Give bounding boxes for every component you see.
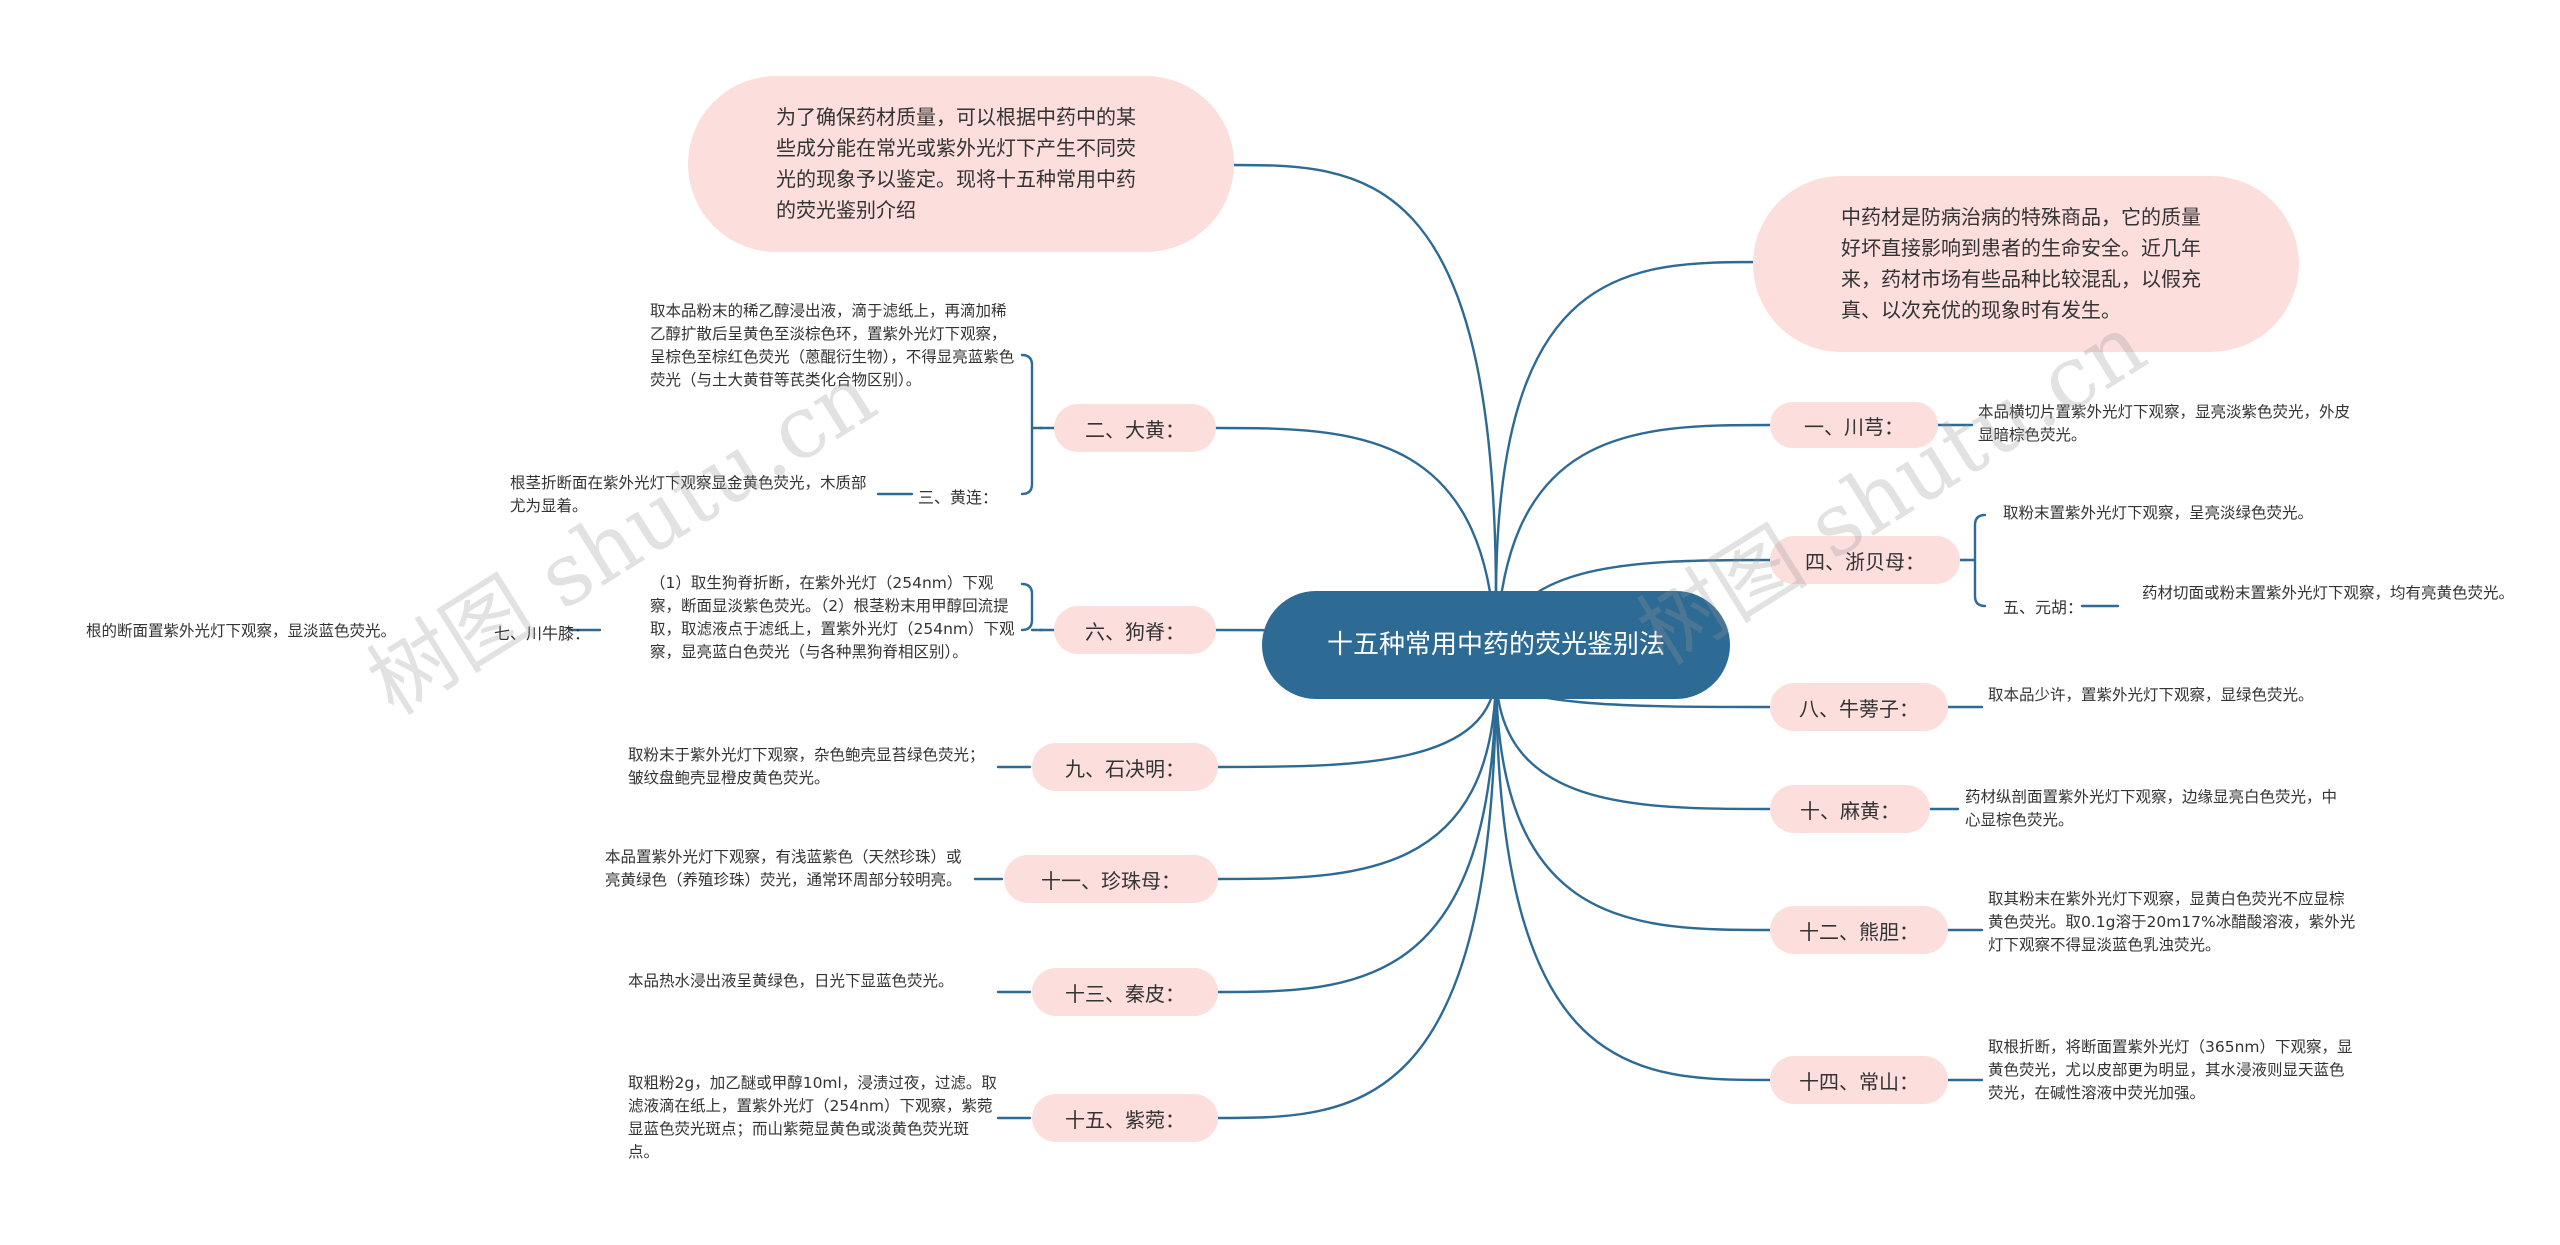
sub-label: 五、元胡： [2003,598,2084,617]
edge-bracket-gouji [1020,582,1044,632]
edge-shijueming [1214,668,1498,769]
edge-bracket-dahuang [1020,353,1044,496]
leaf-dahuang: 取本品粉末的稀乙醇浸出液，滴于滤纸上，再滴加稀乙醇扩散后呈黄色至淡棕色环，置紫外… [650,300,1018,392]
branch-xiongdan[interactable]: 十二、熊胆： [1770,906,1948,954]
leaf-text: 本品置紫外光灯下观察，有浅蓝紫色（天然珍珠）或亮黄绿色（养殖珍珠）荧光，通常环周… [605,848,962,889]
leaf-text: 取本品少许，置紫外光灯下观察，显绿色荧光。 [1988,686,2314,704]
edge-zhenzhumu [1214,668,1498,881]
leaf-mahuang: 药材纵剖面置紫外光灯下观察，边缘显亮白色荧光，中心显棕色荧光。 [1965,786,2345,832]
leaf-chuanxiong: 本品横切片置紫外光灯下观察，显亮淡紫色荧光，外皮显暗棕色荧光。 [1978,401,2356,447]
edge-bracket-zhebeimu [1963,513,1987,608]
branch-zhebeimu[interactable]: 四、浙贝母： [1770,536,1960,584]
edge-ziwan [1214,668,1498,1120]
leaf-text: 取其粉末在紫外光灯下观察，显黄白色荧光不应显棕黄色荧光。取0.1g溶于20m17… [1988,890,2356,954]
leaf-huanglian: 根茎折断面在紫外光灯下观察显金黄色荧光，木质部尤为显着。 [510,472,878,518]
leaf-text: 取粗粉2g，加乙醚或甲醇10ml，浸渍过夜，过滤。取滤液滴在纸上，置紫外光灯（2… [628,1074,997,1161]
sub-chuanniuxi[interactable]: 根的断面置紫外光灯下观察，显淡蓝色荧光。 七、川牛膝： [494,620,590,644]
leaf-chuanniuxi: 根的断面置紫外光灯下观察，显淡蓝色荧光。 [86,620,456,643]
branch-zhenzhumu[interactable]: 十一、珍珠母： [1004,855,1218,903]
branch-label: 十二、熊胆： [1799,919,1919,944]
intro-left-node[interactable]: 为了确保药材质量，可以根据中药中的某些成分能在常光或紫外光灯下产生不同荧光的现象… [688,76,1234,252]
branch-label: 一、川芎： [1804,414,1904,439]
branch-label: 八、牛蒡子： [1799,696,1919,721]
branch-label: 十、麻黄： [1800,798,1900,823]
branch-label: 六、狗脊： [1085,619,1185,644]
root-label: 十五种常用中药的荧光鉴别法 [1326,630,1665,660]
branch-gouji[interactable]: 六、狗脊： [1054,606,1216,654]
leaf-zhebeimu: 取粉末置紫外光灯下观察，呈亮淡绿色荧光。 [2003,502,2443,525]
branch-shijueming[interactable]: 九、石决明： [1032,743,1218,791]
branch-ziwan[interactable]: 十五、紫菀： [1032,1094,1218,1142]
branch-changshan[interactable]: 十四、常山： [1770,1056,1948,1104]
leaf-text: 根茎折断面在紫外光灯下观察显金黄色荧光，木质部尤为显着。 [510,474,867,515]
branch-chuanxiong[interactable]: 一、川芎： [1770,402,1938,448]
root-topic[interactable]: 十五种常用中药的荧光鉴别法 [1262,591,1730,699]
branch-label: 十四、常山： [1799,1069,1919,1094]
leaf-gouji: （1）取生狗脊折断，在紫外光灯（254nm）下观察，断面显淡紫色荧光。（2）根茎… [650,572,1018,664]
leaf-xiongdan: 取其粉末在紫外光灯下观察，显黄白色荧光不应显棕黄色荧光。取0.1g溶于20m17… [1988,888,2358,957]
leaf-text: 本品热水浸出液呈黄绿色，日光下显蓝色荧光。 [628,972,954,990]
branch-niubangzi[interactable]: 八、牛蒡子： [1770,683,1948,731]
leaf-yuanhu: 药材切面或粉末置紫外光灯下观察，均有亮黄色荧光。 [2142,582,2522,605]
leaf-shijueming: 取粉末于紫外光灯下观察，杂色鲍壳显苔绿色荧光；皱纹盘鲍壳显橙皮黄色荧光。 [628,744,998,790]
branch-qinpi[interactable]: 十三、秦皮： [1032,968,1218,1016]
leaf-zhenzhumu: 本品置紫外光灯下观察，有浅蓝紫色（天然珍珠）或亮黄绿色（养殖珍珠）荧光，通常环周… [605,846,975,892]
branch-label: 九、石决明： [1065,756,1185,781]
sub-huanglian[interactable]: 三、黄连： [918,484,998,508]
leaf-text: 本品横切片置紫外光灯下观察，显亮淡紫色荧光，外皮显暗棕色荧光。 [1978,403,2351,444]
leaf-text: 取粉末于紫外光灯下观察，杂色鲍壳显苔绿色荧光；皱纹盘鲍壳显橙皮黄色荧光。 [628,746,985,787]
edge-qinpi [1214,668,1498,994]
leaf-text: 药材纵剖面置紫外光灯下观察，边缘显亮白色荧光，中心显棕色荧光。 [1965,788,2338,829]
branch-mahuang[interactable]: 十、麻黄： [1770,785,1930,833]
branch-label: 十五、紫菀： [1065,1107,1185,1132]
leaf-changshan: 取根折断，将断面置紫外光灯（365nm）下观察，显黄色荧光，尤以皮部更为明显，其… [1988,1036,2358,1105]
leaf-text: （1）取生狗脊折断，在紫外光灯（254nm）下观察，断面显淡紫色荧光。（2）根茎… [650,574,1015,661]
branch-label: 十一、珍珠母： [1041,868,1181,893]
intro-left-text: 为了确保药材质量，可以根据中药中的某些成分能在常光或紫外光灯下产生不同荧光的现象… [776,105,1136,222]
leaf-text: 取粉末置紫外光灯下观察，呈亮淡绿色荧光。 [2003,504,2314,522]
branch-label: 二、大黄： [1085,417,1185,442]
leaf-text: 药材切面或粉末置紫外光灯下观察，均有亮黄色荧光。 [2142,584,2515,602]
edge-chuanxiong [1494,423,1774,672]
edge-intro-left [1228,163,1498,602]
edge-dahuang [1214,426,1498,672]
edge-chuanshan [1494,668,1774,1082]
branch-label: 十三、秦皮： [1065,981,1185,1006]
sub-label: 三、黄连： [918,488,999,507]
leaf-ziwan: 取粗粉2g，加乙醚或甲醇10ml，浸渍过夜，过滤。取滤液滴在纸上，置紫外光灯（2… [628,1072,998,1164]
edge-xiongdan [1494,668,1774,932]
leaf-niubangzi: 取本品少许，置紫外光灯下观察，显绿色荧光。 [1988,684,2358,707]
intro-right-node[interactable]: 中药材是防病治病的特殊商品，它的质量好坏直接影响到患者的生命安全。近几年来，药材… [1753,176,2299,352]
leaf-text: 取根折断，将断面置紫外光灯（365nm）下观察，显黄色荧光，尤以皮部更为明显，其… [1988,1038,2353,1102]
edge-mahuang [1494,668,1774,811]
leaf-text: 根的断面置紫外光灯下观察，显淡蓝色荧光。 [86,622,397,640]
leaf-qinpi: 本品热水浸出液呈黄绿色，日光下显蓝色荧光。 [628,970,998,993]
edge-intro-right [1494,260,1764,602]
sub-yuanhu[interactable]: 五、元胡： [2003,594,2083,618]
leaf-text: 取本品粉末的稀乙醇浸出液，滴于滤纸上，再滴加稀乙醇扩散后呈黄色至淡棕色环，置紫外… [650,302,1015,389]
branch-label: 四、浙贝母： [1805,549,1925,574]
intro-right-text: 中药材是防病治病的特殊商品，它的质量好坏直接影响到患者的生命安全。近几年来，药材… [1841,205,2201,322]
sub-label-text: 七、川牛膝： [494,624,591,643]
branch-dahuang[interactable]: 二、大黄： [1054,404,1216,452]
